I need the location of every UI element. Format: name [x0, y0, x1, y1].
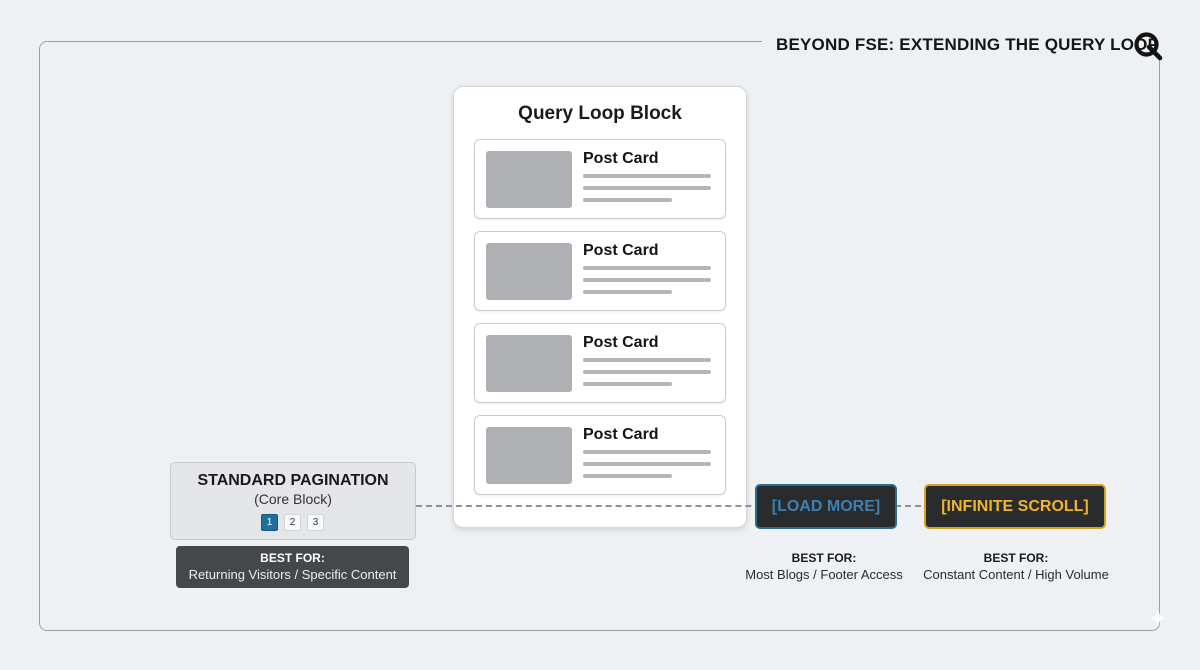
infinite-scroll-best-for-label: BEST FOR:: [983, 551, 1049, 565]
standard-pagination-title: STANDARD PAGINATION: [197, 472, 389, 489]
standard-pagination-best-for: BEST FOR: Returning Visitors / Specific …: [176, 546, 409, 588]
post-card-label: Post Card: [583, 334, 659, 351]
text-placeholder-line: [583, 358, 711, 362]
frame-title-gap: [762, 30, 1172, 54]
query-loop-title: Query Loop Block: [518, 103, 682, 124]
text-placeholder-line: [583, 462, 711, 466]
page-button-3[interactable]: 3: [307, 514, 324, 531]
text-placeholder-line: [583, 266, 711, 270]
text-placeholder-line: [583, 474, 672, 478]
outer-frame: [39, 41, 1160, 631]
sparkle-icon: [1149, 609, 1167, 627]
post-card-label: Post Card: [583, 150, 659, 167]
infinite-scroll-best-for-text: Constant Content / High Volume: [923, 567, 1109, 582]
text-placeholder-line: [583, 382, 672, 386]
post-thumbnail: [486, 427, 572, 484]
text-placeholder-line: [583, 174, 711, 178]
text-placeholder-line: [583, 370, 711, 374]
text-placeholder-line: [583, 198, 672, 202]
load-more-best-for-label: BEST FOR:: [791, 551, 857, 565]
text-placeholder-line: [583, 278, 711, 282]
standard-pagination-subtitle: (Core Block): [254, 491, 332, 507]
page-button-2[interactable]: 2: [284, 514, 301, 531]
post-thumbnail: [486, 151, 572, 208]
standard-pagination-box: STANDARD PAGINATION (Core Block) 1 2 3: [170, 462, 416, 540]
post-card[interactable]: Post Card: [474, 231, 726, 311]
post-thumbnail: [486, 335, 572, 392]
dashed-connector: [416, 505, 921, 507]
load-more-best-for-text: Most Blogs / Footer Access: [745, 567, 903, 582]
post-card-label: Post Card: [583, 242, 659, 259]
post-card[interactable]: Post Card: [474, 323, 726, 403]
post-card-label: Post Card: [583, 426, 659, 443]
best-for-text: Returning Visitors / Specific Content: [188, 567, 397, 582]
post-thumbnail: [486, 243, 572, 300]
best-for-label: BEST FOR:: [260, 551, 325, 565]
load-more-button[interactable]: [LOAD MORE]: [755, 484, 897, 529]
post-card[interactable]: Post Card: [474, 415, 726, 495]
post-card[interactable]: Post Card: [474, 139, 726, 219]
page-title: BEYOND FSE: EXTENDING THE QUERY LOOP: [776, 35, 1160, 54]
text-placeholder-line: [583, 450, 711, 454]
q-logo-icon: [1134, 32, 1163, 61]
page-button-1[interactable]: 1: [261, 514, 278, 531]
text-placeholder-line: [583, 290, 672, 294]
infinite-scroll-button[interactable]: [INFINITE SCROLL]: [924, 484, 1106, 529]
text-placeholder-line: [583, 186, 711, 190]
